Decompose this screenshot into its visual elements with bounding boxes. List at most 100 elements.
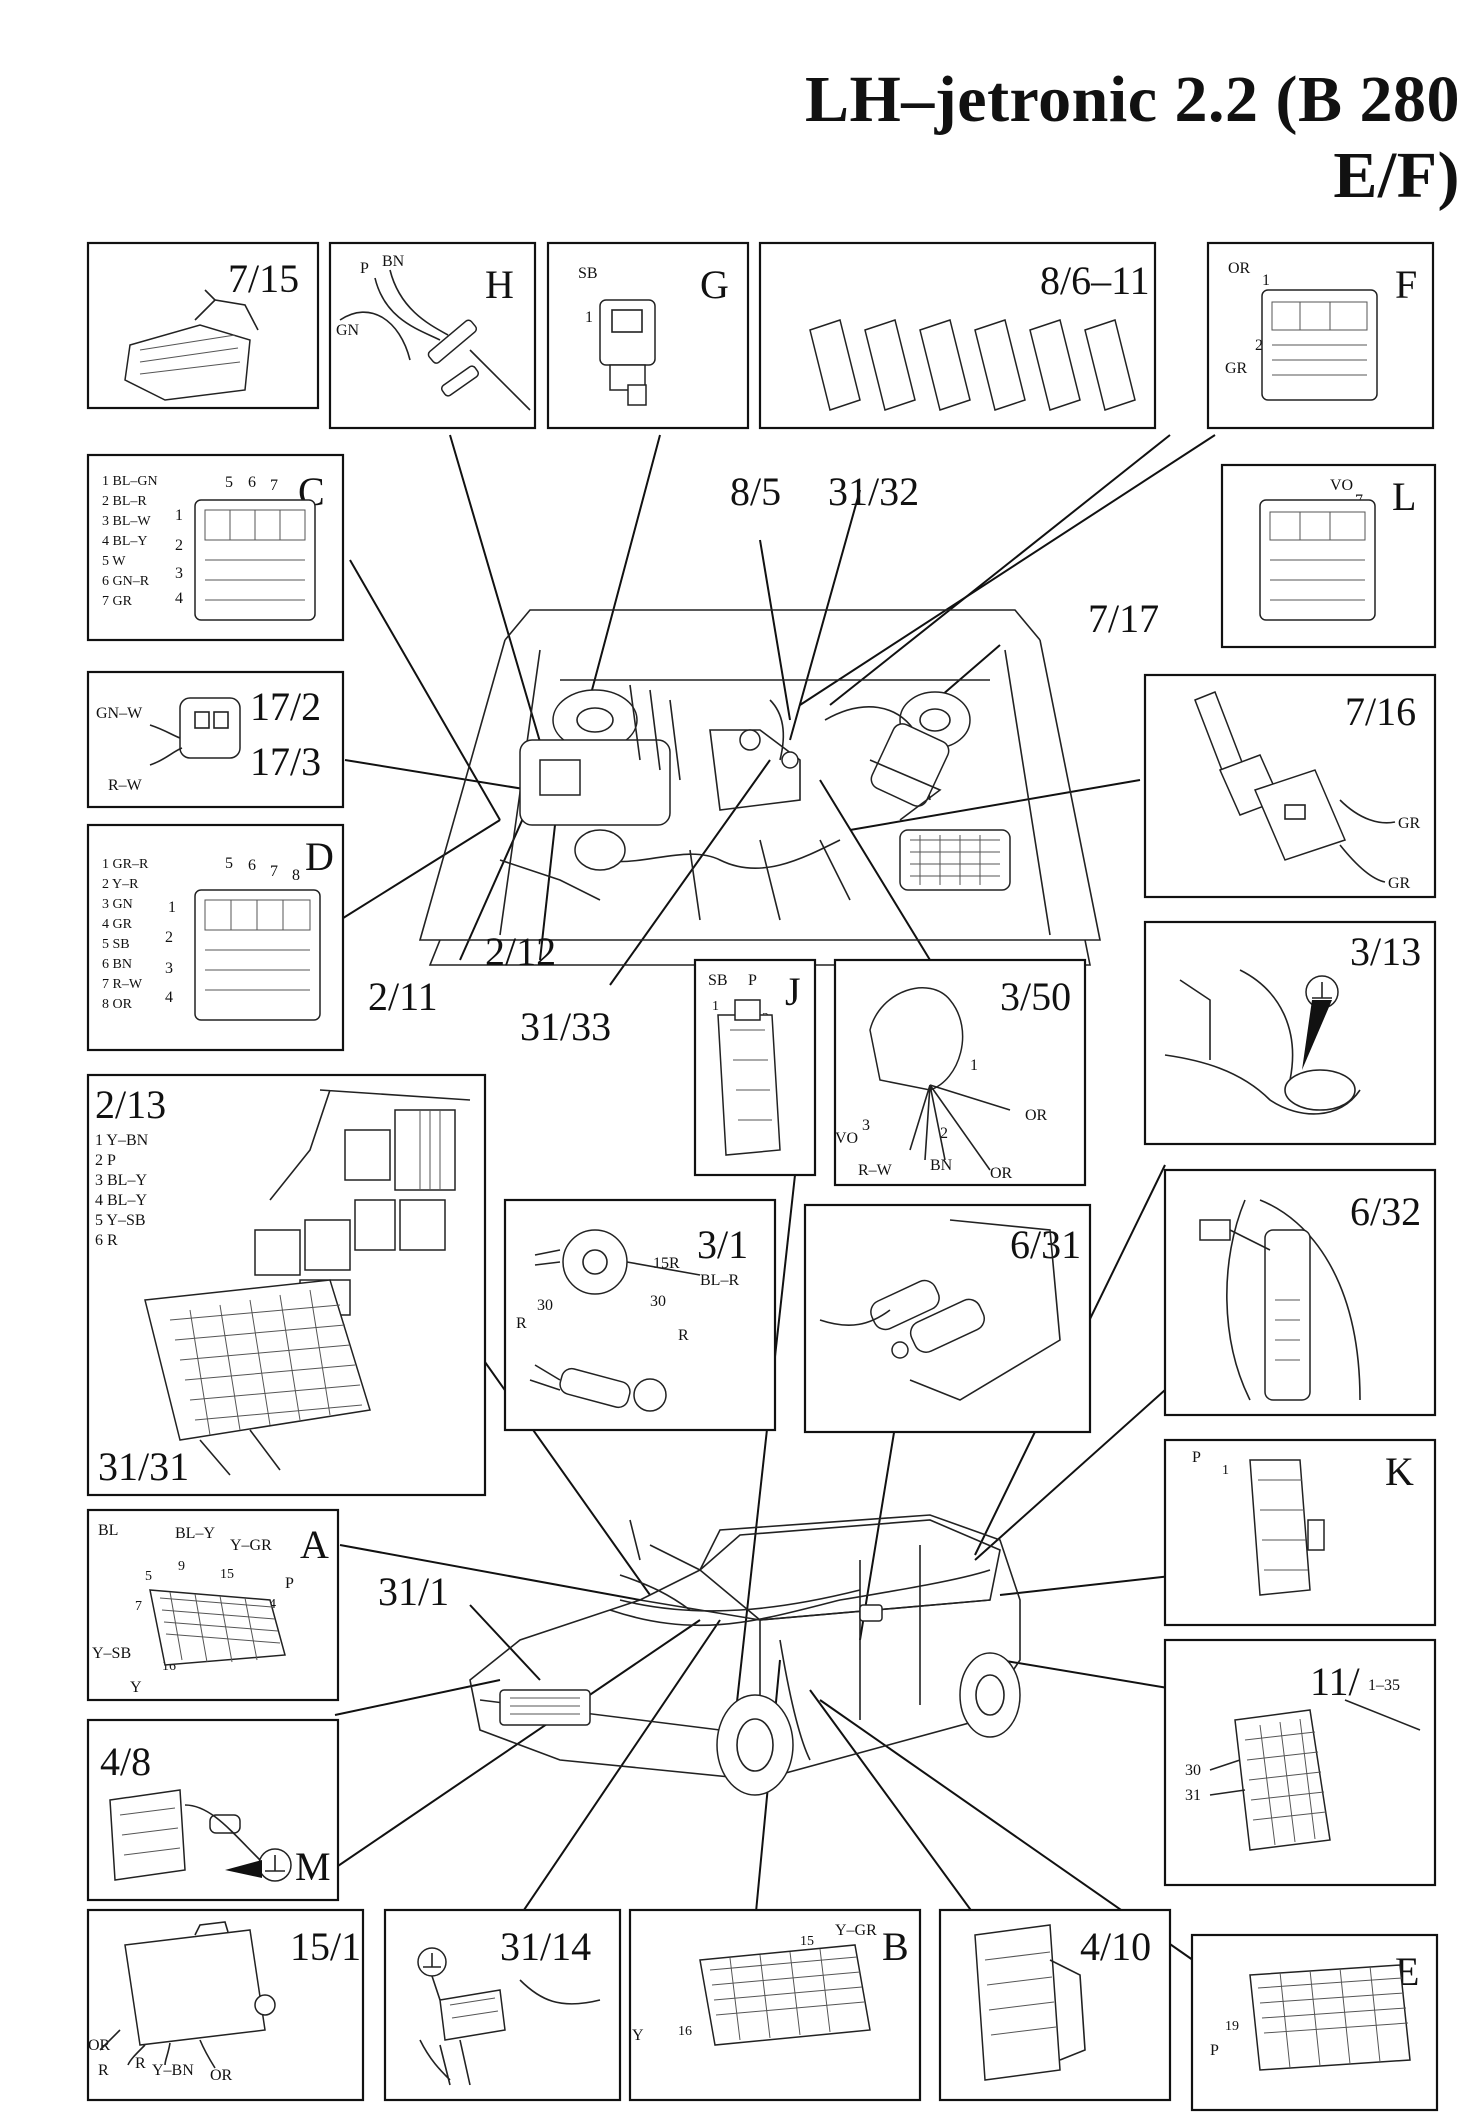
svg-text:BL–R: BL–R: [700, 1272, 739, 1289]
panel-6-32: 6/32: [1163, 1168, 1437, 1417]
svg-text:1: 1: [175, 507, 183, 524]
svg-text:5: 5: [225, 855, 233, 872]
panel-8-6-11: 8/6–11: [758, 241, 1157, 430]
svg-text:GR: GR: [1225, 360, 1248, 377]
svg-text:6: 6: [248, 857, 256, 874]
svg-text:30: 30: [1185, 1762, 1201, 1779]
svg-text:OR: OR: [88, 2037, 111, 2054]
svg-text:3 BL–Y: 3 BL–Y: [95, 1172, 147, 1189]
svg-text:3: 3: [862, 1117, 870, 1134]
svg-text:6/31: 6/31: [1010, 1222, 1081, 1267]
svg-text:OR: OR: [210, 2067, 233, 2084]
svg-text:H: H: [485, 262, 514, 307]
svg-text:8 OR: 8 OR: [102, 997, 133, 1012]
svg-text:6 GN–R: 6 GN–R: [102, 574, 150, 589]
svg-text:Y–BN: Y–BN: [152, 2062, 194, 2079]
svg-text:2 Y–R: 2 Y–R: [102, 877, 139, 892]
svg-text:30: 30: [537, 1297, 553, 1314]
svg-text:2 BL–R: 2 BL–R: [102, 494, 147, 509]
panel-6-31: 6/31: [803, 1203, 1092, 1434]
svg-text:9: 9: [178, 1559, 185, 1574]
svg-text:P: P: [1210, 2042, 1219, 2059]
callout-31-33: 31/33: [520, 1004, 611, 1049]
svg-text:R: R: [98, 2062, 109, 2079]
svg-text:31/31: 31/31: [98, 1444, 189, 1489]
svg-text:4 BL–Y: 4 BL–Y: [95, 1192, 147, 1209]
svg-text:A: A: [300, 1522, 329, 1567]
engine-bay-drawing: [418, 609, 1101, 966]
panel-H: H P BN GN: [328, 241, 537, 430]
svg-text:1: 1: [970, 1057, 978, 1074]
panel-A: A BL BL–Y Y–GR 5 9 15 P 7 24 Y–SB 16 Y: [86, 1508, 340, 1702]
svg-text:1: 1: [168, 899, 176, 916]
svg-text:1: 1: [1222, 1463, 1229, 1478]
svg-text:D: D: [305, 834, 334, 879]
panel-B: B Y–GR 15 Y 16: [628, 1908, 922, 2102]
panel-J: J SB P 1 2: [693, 958, 817, 1177]
svg-text:5: 5: [145, 1569, 152, 1584]
svg-text:P: P: [1192, 1449, 1201, 1466]
svg-text:3: 3: [175, 565, 183, 582]
svg-text:5 W: 5 W: [102, 554, 126, 569]
panel-label: 7/15: [228, 256, 299, 301]
svg-text:B: B: [882, 1924, 909, 1969]
svg-text:GN–W: GN–W: [96, 705, 143, 722]
svg-text:2: 2: [165, 929, 173, 946]
svg-text:OR: OR: [1228, 260, 1251, 277]
svg-text:15: 15: [800, 1934, 814, 1949]
car-drawing: [469, 1514, 1021, 1796]
panel-G: G SB 1: [546, 241, 750, 430]
svg-text:2: 2: [940, 1125, 948, 1142]
svg-text:OR: OR: [1025, 1107, 1048, 1124]
svg-text:7: 7: [270, 863, 278, 880]
panel-E: E 19 P: [1190, 1933, 1439, 2112]
svg-text:1 GR–R: 1 GR–R: [102, 857, 149, 872]
svg-text:4/8: 4/8: [100, 1739, 151, 1784]
svg-text:17/3: 17/3: [250, 739, 321, 784]
svg-text:3/50: 3/50: [1000, 974, 1071, 1019]
callout-31-1: 31/1: [378, 1569, 449, 1614]
page-title: LH–jetronic 2.2 (B 280 E/F): [804, 63, 1460, 212]
svg-text:P: P: [748, 972, 757, 989]
svg-text:7/16: 7/16: [1345, 689, 1416, 734]
svg-text:6 BN: 6 BN: [102, 957, 132, 972]
svg-text:BN: BN: [382, 253, 405, 270]
svg-text:VO: VO: [835, 1130, 858, 1147]
svg-text:SB: SB: [708, 972, 728, 989]
svg-text:1 BL–GN: 1 BL–GN: [102, 474, 158, 489]
panel-7-15: 7/15: [86, 241, 320, 410]
svg-text:1: 1: [585, 309, 593, 326]
svg-text:GR: GR: [1388, 875, 1411, 892]
callout-2-12: 2/12: [485, 929, 556, 974]
engine-callout-labels: 8/5 31/32 7/17 2/11 2/12 31/33 31/1: [368, 469, 1159, 1614]
leader-lines: [309, 434, 1216, 1976]
panel-3-1: 3/1 15R BL–R 30 30 R R: [503, 1198, 777, 1432]
svg-text:17/2: 17/2: [250, 684, 321, 729]
svg-text:R–W: R–W: [858, 1162, 893, 1179]
svg-text:SB: SB: [578, 265, 598, 282]
panel-17-2-17-3: 17/2 17/3 GN–W R–W: [86, 670, 345, 809]
svg-text:2: 2: [1255, 337, 1263, 354]
svg-text:Y–GR: Y–GR: [835, 1922, 877, 1939]
svg-text:31: 31: [1185, 1787, 1201, 1804]
svg-text:2 P: 2 P: [95, 1152, 116, 1169]
svg-text:R: R: [678, 1327, 689, 1344]
svg-text:7 R–W: 7 R–W: [102, 977, 143, 992]
svg-text:P: P: [360, 260, 369, 277]
svg-text:BN: BN: [930, 1157, 953, 1174]
svg-text:GN: GN: [336, 322, 360, 339]
callout-2-11: 2/11: [368, 974, 438, 1019]
svg-text:8/6–11: 8/6–11: [1040, 258, 1150, 303]
callout-7-17: 7/17: [1088, 596, 1159, 641]
panel-F: F OR 1 2 GR: [1206, 241, 1435, 430]
svg-text:BL: BL: [98, 1522, 118, 1539]
svg-text:4: 4: [165, 989, 173, 1006]
panel-D: D 1 GR–R 2 Y–R 3 GN 4 GR 5 SB 6 BN 7 R–W…: [86, 823, 345, 1052]
panel-4-10: 4/10: [938, 1908, 1172, 2102]
svg-text:30: 30: [650, 1293, 666, 1310]
svg-text:5 Y–SB: 5 Y–SB: [95, 1212, 146, 1229]
svg-text:2: 2: [175, 537, 183, 554]
svg-text:7: 7: [270, 477, 278, 494]
svg-text:4 GR: 4 GR: [102, 917, 133, 932]
